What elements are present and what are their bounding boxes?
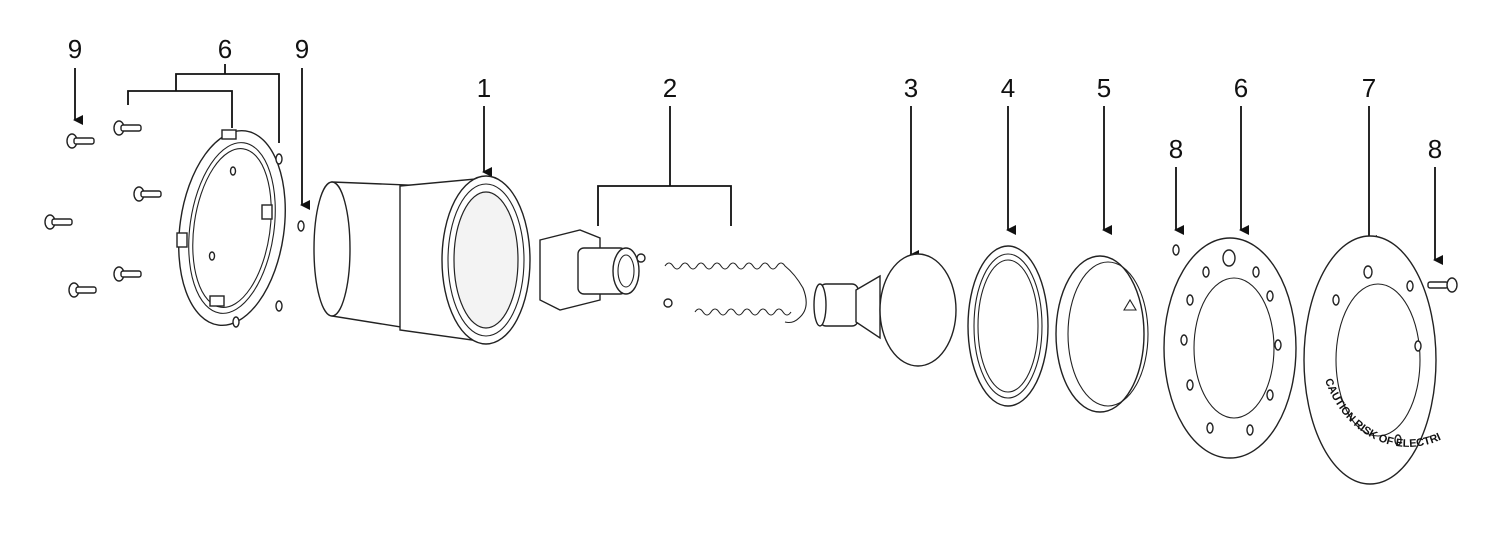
screw — [113, 266, 142, 282]
part-6-back-ring — [176, 129, 286, 327]
callout-8-right: 8 — [1428, 134, 1442, 164]
callout-8-left: 8 — [1169, 134, 1183, 164]
callout-3: 3 — [904, 73, 918, 103]
part-3-lamp — [813, 253, 957, 367]
callout-6-right: 6 — [1234, 73, 1248, 103]
part-9-screws — [44, 120, 162, 298]
part-9-clips — [232, 153, 305, 328]
part-6-front-ring — [1163, 237, 1297, 459]
screw-right — [1427, 277, 1458, 293]
leader-lines — [73, 64, 1443, 265]
callout-1: 1 — [477, 73, 491, 103]
callout-7: 7 — [1362, 73, 1376, 103]
part-5-lens — [1055, 255, 1149, 413]
screw — [44, 214, 73, 230]
callout-9-left: 9 — [68, 34, 82, 64]
callout-4: 4 — [1001, 73, 1015, 103]
bracket-6-inner — [127, 90, 233, 128]
part-8-hardware — [1172, 244, 1458, 293]
screw — [66, 133, 95, 149]
bracket-2 — [597, 185, 732, 226]
callout-labels: 9 6 9 1 2 3 4 5 8 6 7 8 — [68, 34, 1442, 164]
callout-5: 5 — [1097, 73, 1111, 103]
callout-2: 2 — [663, 73, 677, 103]
screw — [133, 186, 162, 202]
part-1-niche-housing — [313, 175, 531, 345]
screw — [113, 120, 142, 136]
bracket-6-outer — [175, 73, 280, 143]
callout-9-center: 9 — [295, 34, 309, 64]
callout-6-left: 6 — [218, 34, 232, 64]
screw — [68, 282, 97, 298]
part-4-gasket — [967, 245, 1049, 407]
part-2-cord-connector — [539, 229, 807, 324]
